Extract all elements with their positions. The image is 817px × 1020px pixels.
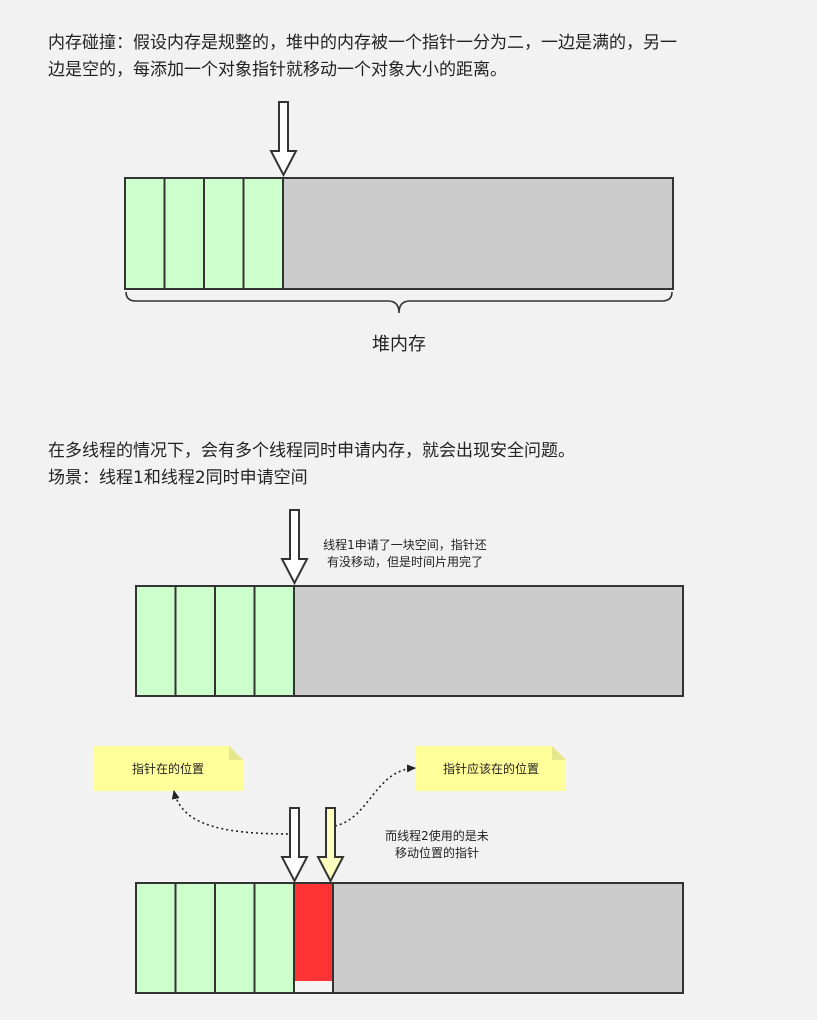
heap-brace [125,291,673,314]
used-block [135,882,177,994]
thread2-annotation-line-2: 移动位置的指针 [395,845,479,860]
pointer-arrow-thread1 [280,807,309,884]
used-block [174,882,216,994]
used-block [242,177,284,290]
heap-label: 堆内存 [372,334,426,355]
used-block [124,177,166,290]
heap-diagram-1: 堆内存 [124,101,674,355]
used-block [214,585,256,697]
note-left-text: 指针在的位置 [132,761,204,776]
used-block [203,177,245,290]
used-block [163,177,205,290]
intro-paragraph: 内存碰撞：假设内存是规整的，堆中的内存被一个指针一分为二，一边是满的，另一边是空… [48,30,778,84]
note-expected-pointer-position: 指针应该在的位置 [416,746,566,791]
heap-diagram-2: 线程1申请了一块空间，指针还 有没移动，但是时间片用完了 [135,509,684,697]
used-block [214,882,256,994]
used-block [174,585,216,697]
dotted-connector-left [171,790,294,835]
used-block [135,585,177,697]
pointer-arrow-thread2 [316,807,345,884]
used-block [253,585,295,697]
intro-line-2: 边是空的，每添加一个对象指针就移动一个对象大小的距离。 [48,60,507,80]
heap-diagram-3: 指针在的位置 指针应该在的位置 而线程2使用的是未 移动位置的指针 [93,746,684,994]
scenario-line-1: 在多线程的情况下，会有多个线程同时申请内存，就会出现安全问题。 [48,441,575,461]
thread1-annotation-line-1: 线程1申请了一块空间，指针还 [323,537,487,552]
conflict-block-remainder [295,981,332,992]
pointer-arrow-2 [280,509,309,586]
scenario-line-2: 场景：线程1和线程2同时申请空间 [48,468,308,488]
intro-line-1: 内存碰撞：假设内存是规整的，堆中的内存被一个指针一分为二，一边是满的，另一 [48,33,677,53]
used-block [253,882,295,994]
dotted-connector-right [334,764,416,827]
pointer-arrow-1 [269,101,298,178]
thread1-annotation-line-2: 有没移动，但是时间片用完了 [327,554,483,569]
note-right-text: 指针应该在的位置 [443,761,539,776]
scenario-paragraph: 在多线程的情况下，会有多个线程同时申请内存，就会出现安全问题。场景：线程1和线程… [48,438,788,492]
conflict-block [293,882,334,994]
note-pointer-position: 指针在的位置 [93,746,243,791]
thread2-annotation-line-1: 而线程2使用的是未 [385,828,489,843]
